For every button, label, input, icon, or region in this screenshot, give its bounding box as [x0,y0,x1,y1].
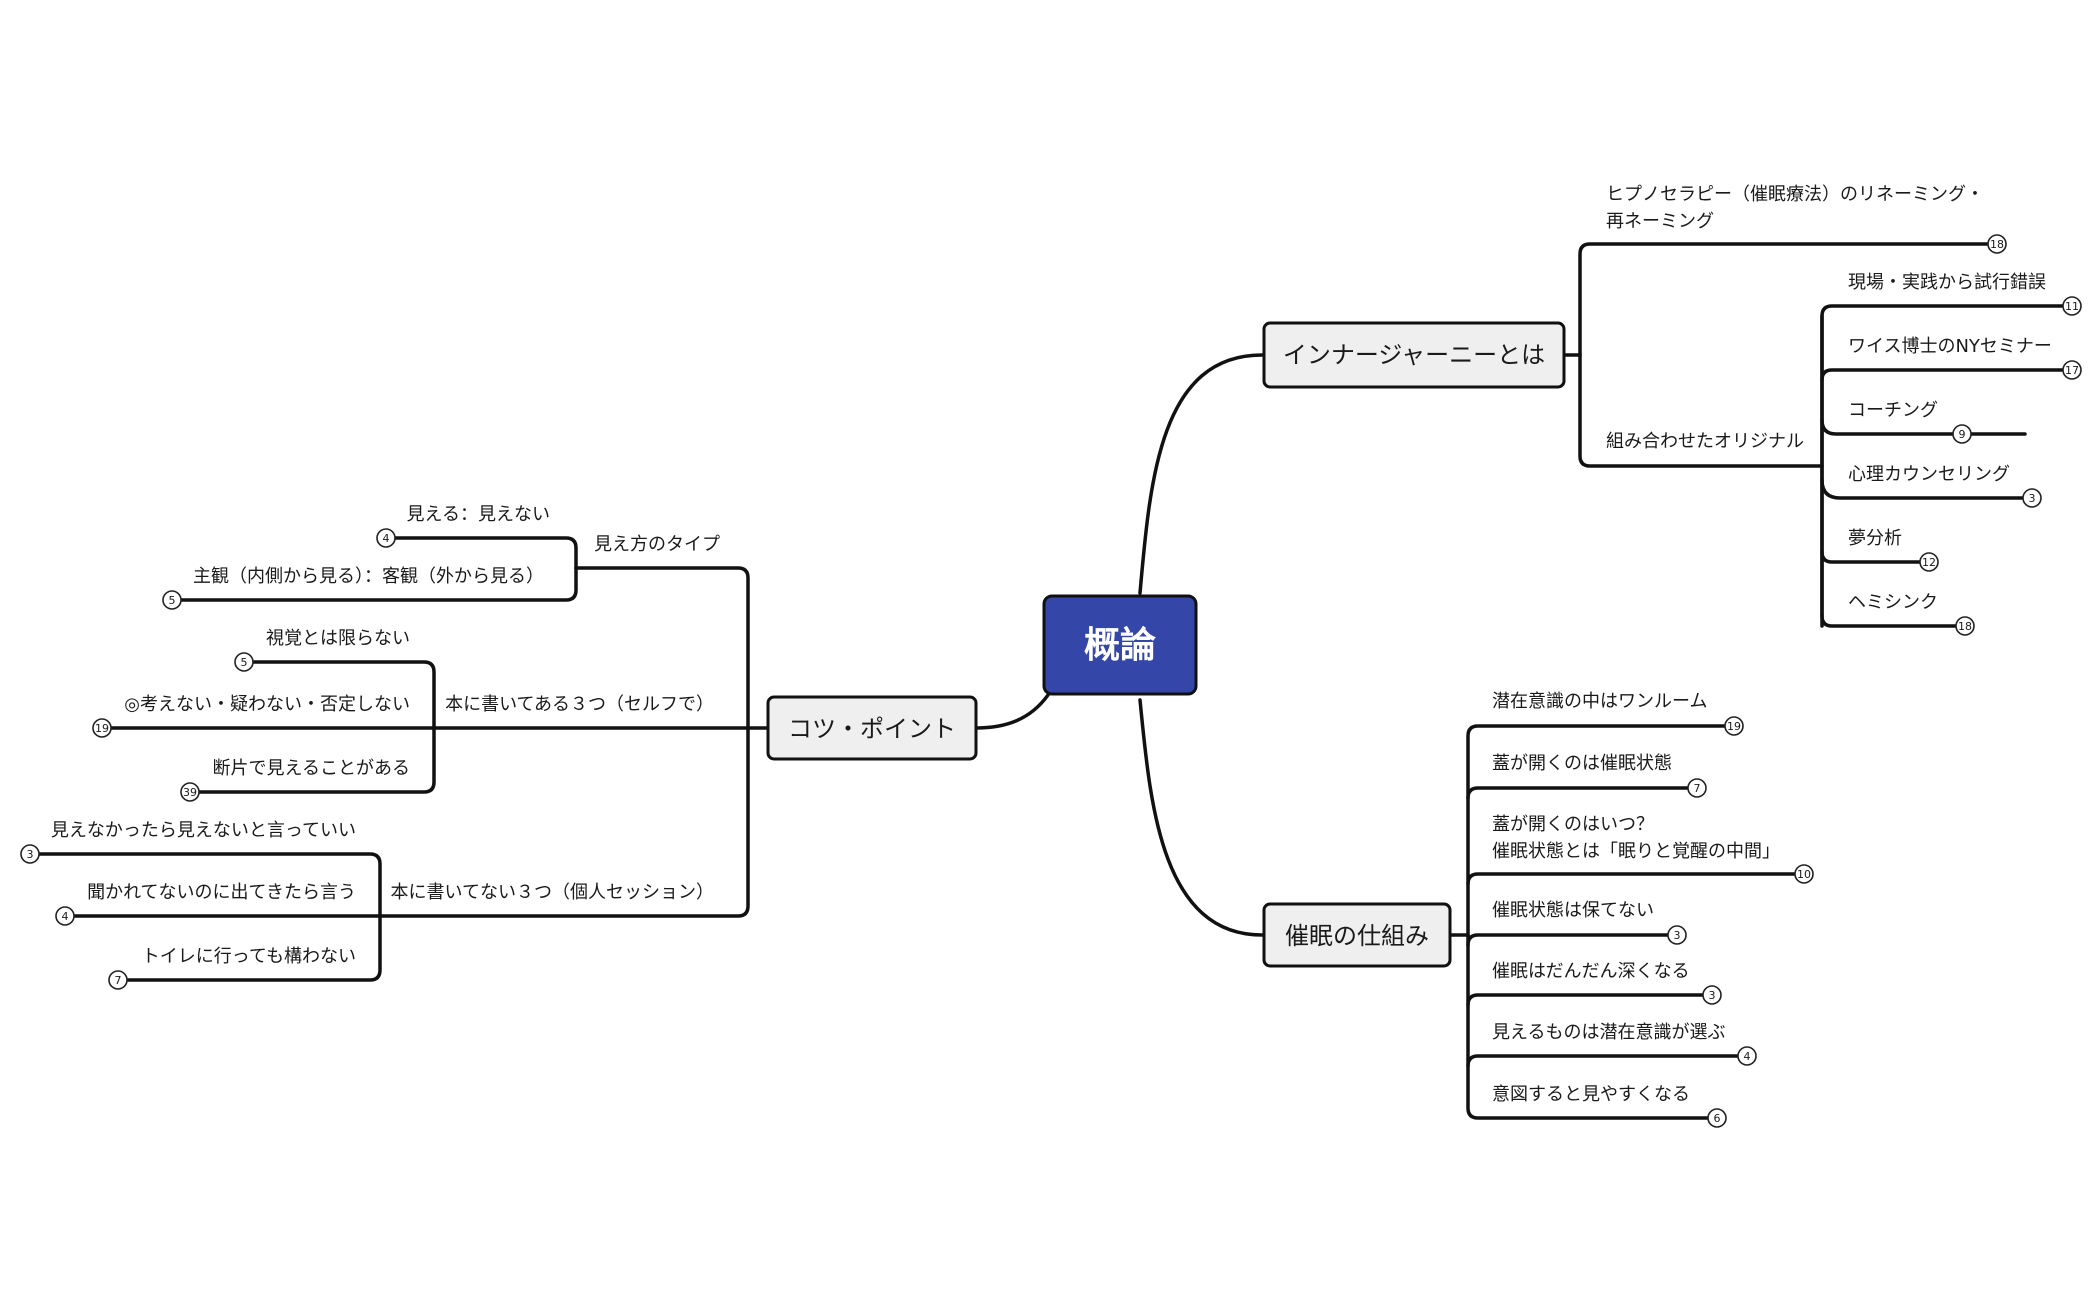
combo-item-label: 現場・実践から試行錯誤 [1848,272,2046,293]
mech-item-label-2: 催眠状態とは「眠りと覚醒の中間」 [1492,841,1780,862]
mech-item[interactable]: 催眠状態は保てない 3 [1492,900,1687,945]
rename-line1: ヒプノセラピー（催眠療法）のリネーミング・ [1606,184,1984,205]
book3-label: 本に書いてある３つ（セルフで） [445,694,714,715]
branch-mech [1448,724,1799,1120]
combo-item[interactable]: ワイス博士のNYセミナー 17 [1848,336,2082,380]
mech-item-label: 催眠はだんだん深くなる [1492,961,1690,982]
notbook3-item-label: 聞かれてないのに出てきたら言う [87,882,356,903]
branch-inner [1564,242,2067,628]
rename-count: 18 [1990,238,2004,251]
types-label: 見え方のタイプ [594,534,720,555]
combo-item-label: 心理カウンセリング [1848,464,2010,485]
mech-item[interactable]: 催眠はだんだん深くなる 3 [1492,961,1722,1005]
mech-item-label: 潜在意識の中はワンルーム [1492,691,1707,712]
mech-item-count: 3 [1709,989,1716,1002]
book3-item-label: 断片で見えることがある [213,758,410,779]
topic-tips[interactable]: コツ・ポイント [766,695,978,761]
node-book3[interactable]: 本に書いてある３つ（セルフで） [445,694,714,715]
combo-item[interactable]: 心理カウンセリング 3 [1848,464,2042,508]
combo-item[interactable]: コーチング 9 [1848,400,1972,444]
book3-item[interactable]: 断片で見えることがある 39 [180,758,410,802]
topic-inner-label: インナージャーニーとは [1283,341,1545,369]
edge-central-tips [974,693,1050,730]
mech-item[interactable]: 見えるものは潜在意識が選ぶ 4 [1492,1022,1757,1066]
combo-item-label: コーチング [1848,400,1938,421]
notbook3-item-label: 見えなかったら見えないと言っていい [51,820,356,841]
edge-central-inner [1138,353,1264,595]
combo-item[interactable]: 夢分析 12 [1848,528,1939,572]
combo-item-label: 夢分析 [1848,528,1902,549]
mech-item-count: 6 [1714,1112,1721,1125]
branch-tips [28,536,768,982]
mech-item-count: 7 [1694,782,1701,795]
combo-label: 組み合わせたオリジナル [1606,431,1804,452]
mech-item-label: 意図すると見やすくなる [1492,1084,1690,1105]
central-label: 概論 [1084,625,1156,666]
combo-item[interactable]: 現場・実践から試行錯誤 11 [1848,272,2082,316]
mech-item-count: 3 [1674,929,1681,942]
book3-item-label: 視覚とは限らない [266,628,410,649]
combo-item-count: 9 [1959,428,1966,441]
mech-item-count: 10 [1797,868,1811,881]
topic-mech-label: 催眠の仕組み [1285,922,1429,950]
combo-item[interactable]: ヘミシンク 18 [1848,592,1975,636]
mech-item[interactable]: 蓋が開くのは催眠状態 7 [1492,753,1707,798]
mech-item[interactable]: 潜在意識の中はワンルーム 19 [1492,691,1744,736]
combo-item-label: ワイス博士のNYセミナー [1848,336,2052,357]
types-item[interactable]: 主観（内側から見る）：客観（外から見る） 5 [162,566,544,610]
node-types[interactable]: 見え方のタイプ [594,534,720,555]
rename-line2: 再ネーミング [1606,211,1714,232]
combo-item-count: 11 [2065,300,2079,313]
mech-item-count: 19 [1727,720,1741,733]
book3-item-count: 5 [241,656,248,669]
notbook3-item[interactable]: 見えなかったら見えないと言っていい 3 [20,820,356,864]
edge-central-mech [1138,698,1264,937]
types-item-label: 見える：見えない [407,504,550,525]
notbook3-item-count: 3 [27,848,34,861]
types-item[interactable]: 見える：見えない 4 [376,504,550,548]
node-notbook3[interactable]: 本に書いてない３つ（個人セッション） [391,882,714,903]
topic-mech[interactable]: 催眠の仕組み [1262,902,1452,968]
notbook3-item-label: トイレに行っても構わない [142,946,356,967]
topic-inner[interactable]: インナージャーニーとは [1262,321,1566,389]
book3-item-label: ◎考えない・疑わない・否定しない [124,694,410,715]
mech-item-label: 蓋が開くのは催眠状態 [1492,753,1672,774]
mech-item[interactable]: 意図すると見やすくなる 6 [1492,1084,1727,1128]
node-rename[interactable]: ヒプノセラピー（催眠療法）のリネーミング・ 再ネーミング 18 [1606,184,2007,254]
notbook3-item-count: 4 [62,910,69,923]
book3-item-count: 19 [95,722,109,735]
book3-item[interactable]: 視覚とは限らない 5 [234,628,410,672]
book3-item[interactable]: ◎考えない・疑わない・否定しない 19 [92,694,410,738]
types-item-count: 5 [169,594,176,607]
mech-item-label: 催眠状態は保てない [1492,900,1654,921]
mech-item-count: 4 [1744,1050,1751,1063]
notbook3-item[interactable]: 聞かれてないのに出てきたら言う 4 [55,882,356,926]
combo-item-count: 12 [1922,556,1936,569]
types-item-label: 主観（内側から見る）：客観（外から見る） [193,566,544,587]
mech-item-label: 蓋が開くのはいつ？ [1492,814,1654,835]
node-combo[interactable]: 組み合わせたオリジナル [1606,431,1804,452]
types-item-count: 4 [383,532,390,545]
mech-item-label: 見えるものは潜在意識が選ぶ [1492,1022,1725,1043]
notbook3-item[interactable]: トイレに行っても構わない 7 [108,946,356,990]
notbook3-item-count: 7 [115,974,122,987]
combo-item-count: 3 [2029,492,2036,505]
book3-item-count: 39 [183,786,197,799]
combo-item-count: 18 [1958,620,1972,633]
central-node[interactable]: 概論 [1042,594,1198,696]
mech-item[interactable]: 蓋が開くのはいつ？ 催眠状態とは「眠りと覚醒の中間」 10 [1492,814,1814,884]
notbook3-label: 本に書いてない３つ（個人セッション） [391,882,714,903]
topic-tips-label: コツ・ポイント [788,715,956,743]
combo-item-label: ヘミシンク [1848,592,1938,613]
combo-item-count: 17 [2065,364,2079,377]
